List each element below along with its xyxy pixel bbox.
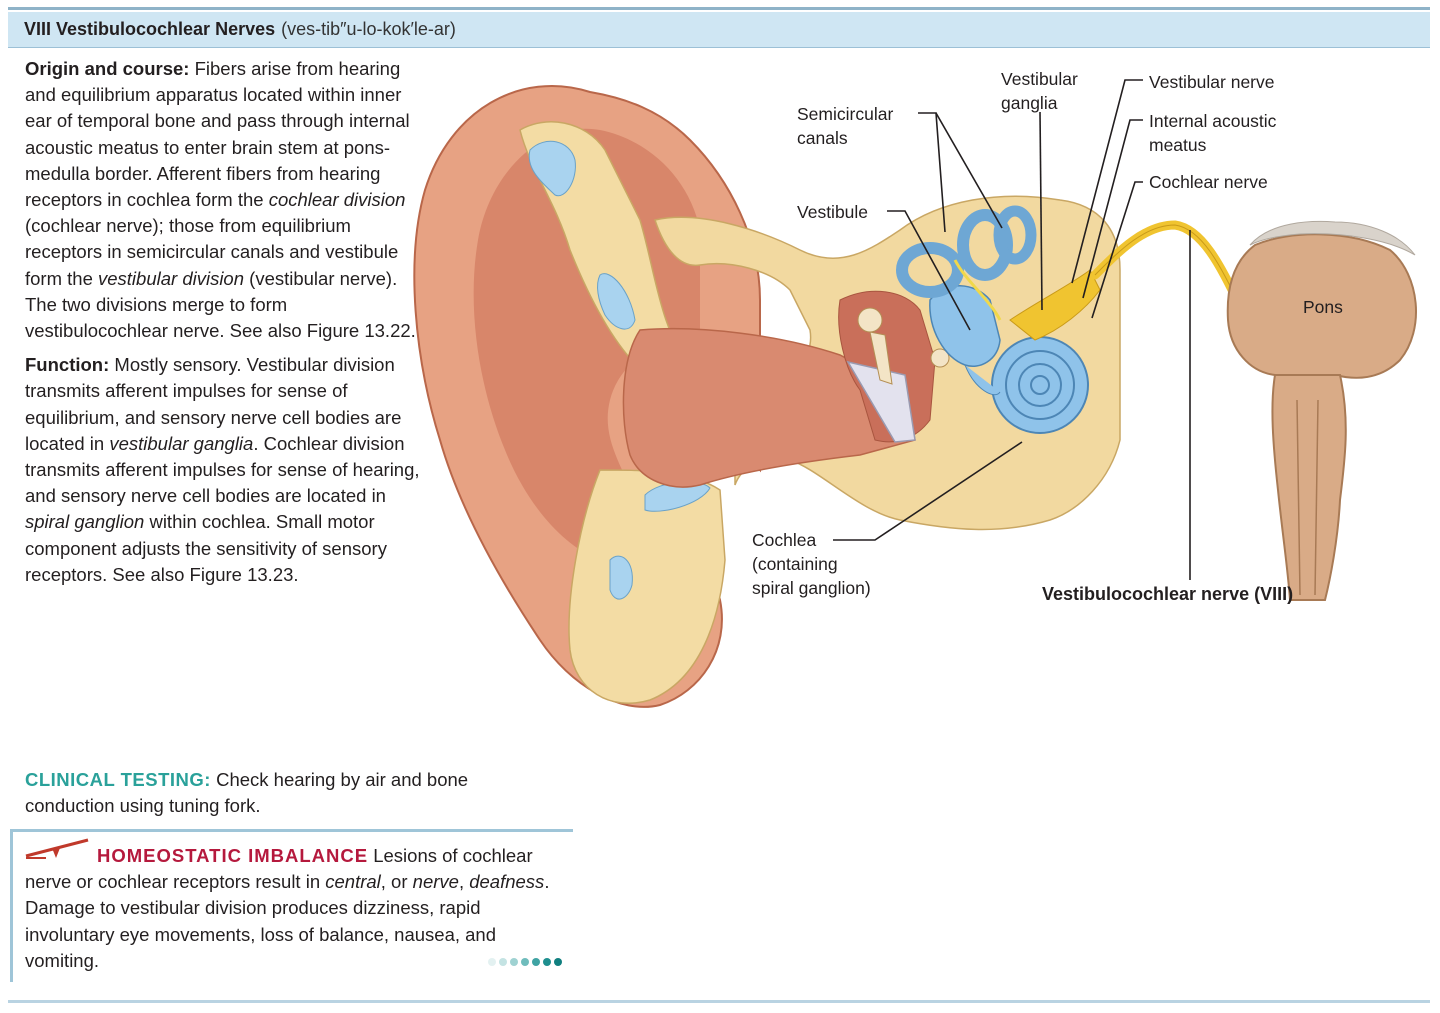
origin-lead: Origin and course: xyxy=(25,58,190,79)
medulla-groove xyxy=(1314,399,1319,596)
ear-canal xyxy=(622,328,916,488)
homeostatic-text-3: , xyxy=(458,871,465,893)
label-cochlea-2: (containing xyxy=(752,554,838,574)
spiral-ganglion-term: spiral ganglion xyxy=(25,511,145,533)
leader-line xyxy=(935,112,1003,229)
cartilage-patch xyxy=(528,140,576,197)
top-rule xyxy=(8,7,1430,10)
label-semicircular-1: Semicircular xyxy=(797,104,893,124)
dot xyxy=(532,958,540,966)
origin-text-3: (vestibular nerve). The two divisions me… xyxy=(25,267,416,342)
homeostatic-text-4: . Damage to vestibular division produces… xyxy=(25,871,550,971)
function-text-3: within cochlea. Small motor component ad… xyxy=(25,511,387,585)
dot xyxy=(510,958,518,966)
dot xyxy=(499,958,507,966)
leader-line xyxy=(833,441,1023,541)
function-text-2: . Cochlear division transmits afferent i… xyxy=(25,432,420,507)
bottom-rule xyxy=(8,1000,1430,1003)
leader-line xyxy=(1091,181,1143,319)
label-vestibular-ganglia-1: Vestibular xyxy=(1001,69,1078,89)
leader-line xyxy=(887,210,971,331)
semicircular-canal xyxy=(993,205,1037,265)
seesaw-icon xyxy=(25,838,89,859)
medulla-groove xyxy=(1296,399,1301,596)
cut-surface xyxy=(1249,220,1416,256)
ossicle-incus xyxy=(869,331,893,385)
section-header: VIII Vestibulocochlear Nerves (ves-tib″u… xyxy=(8,12,1430,48)
origin-paragraph: Origin and course: Fibers arise from hea… xyxy=(25,56,425,344)
semicircular-canal xyxy=(957,209,1013,281)
dot xyxy=(543,958,551,966)
central-term: central xyxy=(325,871,381,893)
ossicle-stapes xyxy=(930,348,950,368)
label-internal-acoustic-2: meatus xyxy=(1149,135,1207,155)
cochlear-division-term: cochlear division xyxy=(268,189,406,211)
label-internal-acoustic-1: Internal acoustic xyxy=(1149,111,1277,131)
homeostatic-text-2: , or xyxy=(380,871,408,893)
cochlea-spiral xyxy=(1030,375,1050,395)
label-vestibule: Vestibule xyxy=(797,202,868,222)
cochlea-base xyxy=(964,364,1001,396)
leader-line xyxy=(1071,79,1143,284)
homeostatic-text-block: HOMEOSTATIC IMBALANCE Lesions of cochlea… xyxy=(25,843,555,974)
deafness-term: deafness xyxy=(469,871,545,893)
pons-shape xyxy=(1226,233,1417,379)
clinical-text: Check hearing by air and bone conduction… xyxy=(25,769,469,817)
cartilage-patch xyxy=(597,273,636,330)
label-cochlea-3: spiral ganglion) xyxy=(752,578,871,598)
label-cochlear-nerve: Cochlear nerve xyxy=(1149,172,1268,192)
function-text-1: Mostly sensory. Vestibular division tran… xyxy=(25,354,402,454)
cochlea-spiral xyxy=(1018,363,1062,407)
leader-line xyxy=(1039,111,1043,311)
dot xyxy=(554,958,562,966)
medulla-shape xyxy=(1271,374,1347,601)
dot xyxy=(521,958,529,966)
origin-text-2: (cochlear nerve); those from equilibrium… xyxy=(25,215,399,289)
semicircular-canal xyxy=(896,242,964,298)
ossicle-malleus xyxy=(857,307,883,333)
label-vestibular-ganglia-2: ganglia xyxy=(1001,93,1058,113)
label-vestibular-nerve: Vestibular nerve xyxy=(1149,72,1275,92)
vestibular-ganglia-term: vestibular ganglia xyxy=(109,432,254,454)
cochlea-spiral xyxy=(1005,350,1075,420)
pronunciation: (ves-tib″u-lo-kok′le-ar) xyxy=(281,19,456,39)
leader-lines xyxy=(833,79,1191,580)
decorative-dots xyxy=(488,958,562,966)
homeostatic-text-1: Lesions of cochlear nerve or cochlear re… xyxy=(25,845,533,893)
description-column: Origin and course: Fibers arise from hea… xyxy=(25,56,425,596)
label-semicircular-2: canals xyxy=(797,128,848,148)
nerve-term: nerve xyxy=(412,871,459,893)
vestibular-fibers xyxy=(953,259,1002,321)
homeostatic-box xyxy=(10,829,573,982)
leader-line xyxy=(1082,119,1143,299)
cartilage-patch xyxy=(609,555,633,600)
vestibule-shape xyxy=(929,285,1001,367)
function-paragraph: Function: Mostly sensory. Vestibular div… xyxy=(25,352,425,588)
label-cochlea-1: Cochlea xyxy=(752,530,816,550)
origin-text-1: Fibers arise from hearing and equilibriu… xyxy=(25,58,410,211)
vestibular-division-term: vestibular division xyxy=(98,267,245,289)
clinical-lead: CLINICAL TESTING: xyxy=(25,769,211,790)
homeostatic-lead: HOMEOSTATIC IMBALANCE xyxy=(97,845,369,866)
dot xyxy=(488,958,496,966)
function-lead: Function: xyxy=(25,354,110,376)
label-pons: Pons xyxy=(1303,297,1343,317)
section-title: VIII Vestibulocochlear Nerves xyxy=(24,19,276,39)
label-vestibulocochlear-nerve: Vestibulocochlear nerve (VIII) xyxy=(1042,584,1293,604)
clinical-testing: CLINICAL TESTING: Check hearing by air a… xyxy=(25,767,555,819)
nerve-bundle xyxy=(1009,269,1101,341)
